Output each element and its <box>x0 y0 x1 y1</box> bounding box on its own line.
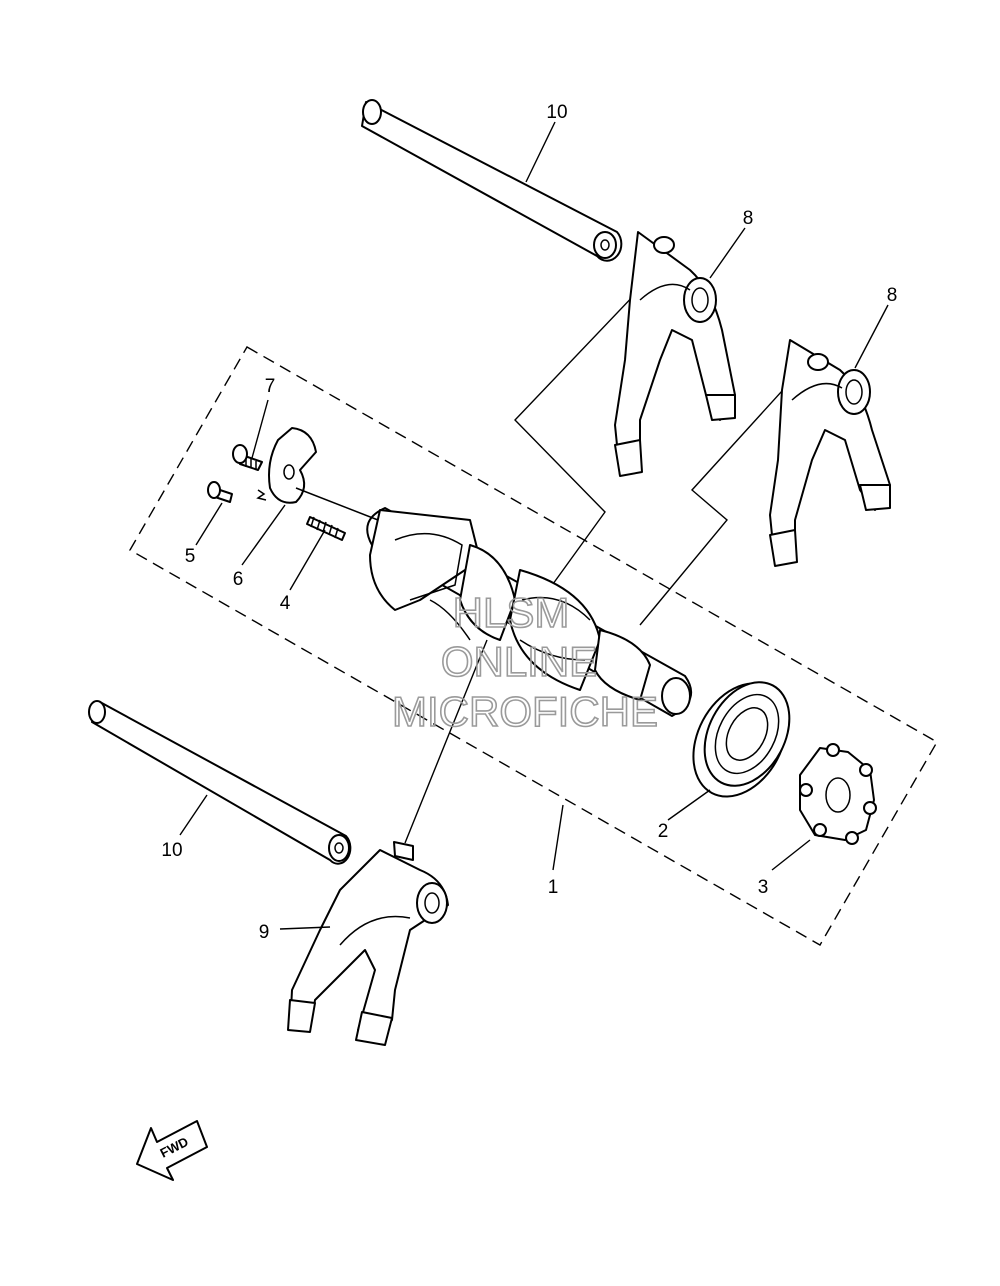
callout-6: 6 <box>233 569 244 590</box>
callout-8b: 8 <box>887 285 898 306</box>
screw-7 <box>232 444 263 471</box>
callout-10a-leader <box>525 121 556 183</box>
callout-10b-leader <box>179 794 208 836</box>
shift-fork-lower <box>287 841 449 1046</box>
callout-10b: 10 <box>161 840 182 861</box>
shift-drum-bearing <box>692 681 791 798</box>
watermark-line-2: ONLINE <box>441 638 597 685</box>
callout-6-leader <box>241 504 286 566</box>
callout-4: 4 <box>280 593 291 614</box>
callout-5: 5 <box>185 546 196 567</box>
callout-7-leader <box>251 399 269 459</box>
fwd-arrow-icon <box>136 1120 208 1181</box>
fwd-arrow: FWD <box>136 1120 208 1181</box>
callout-8b-leader <box>854 304 889 369</box>
spring-4 <box>295 487 379 541</box>
callout-3: 3 <box>758 877 769 898</box>
callout-2: 2 <box>658 821 669 842</box>
callout-8a: 8 <box>743 208 754 229</box>
callout-4-leader <box>289 529 326 591</box>
shift-drum <box>366 507 693 717</box>
watermark-line-3: MICROFICHE <box>392 688 658 735</box>
fork-8a-guide-line <box>514 267 661 596</box>
callout-7: 7 <box>265 376 276 397</box>
plate-6 <box>256 427 317 504</box>
assembly-boundary <box>129 346 938 946</box>
watermark: HLSM ONLINE MICROFICHE <box>391 588 659 736</box>
shift-fork-shaft-lower <box>88 700 352 865</box>
fork-9-guide-line <box>404 639 488 844</box>
shift-fork-upper-left <box>614 231 736 477</box>
callout-9: 9 <box>259 922 270 943</box>
callout-1-leader <box>552 804 564 871</box>
shift-drum-segment <box>799 743 877 845</box>
callout-3-leader <box>771 839 811 871</box>
callout-1: 1 <box>548 877 559 898</box>
callout-8a-leader <box>709 227 746 279</box>
watermark-line-1: HLSM <box>453 589 570 636</box>
fork-8b-guide-line <box>639 357 813 626</box>
bolt-5 <box>207 481 233 503</box>
callout-10a: 10 <box>546 102 567 123</box>
shift-fork-shaft-upper <box>361 99 623 262</box>
callout-2-leader <box>667 789 711 821</box>
shift-fork-upper-right <box>769 339 891 567</box>
callout-5-leader <box>195 502 223 546</box>
callout-9-leader <box>279 926 331 930</box>
